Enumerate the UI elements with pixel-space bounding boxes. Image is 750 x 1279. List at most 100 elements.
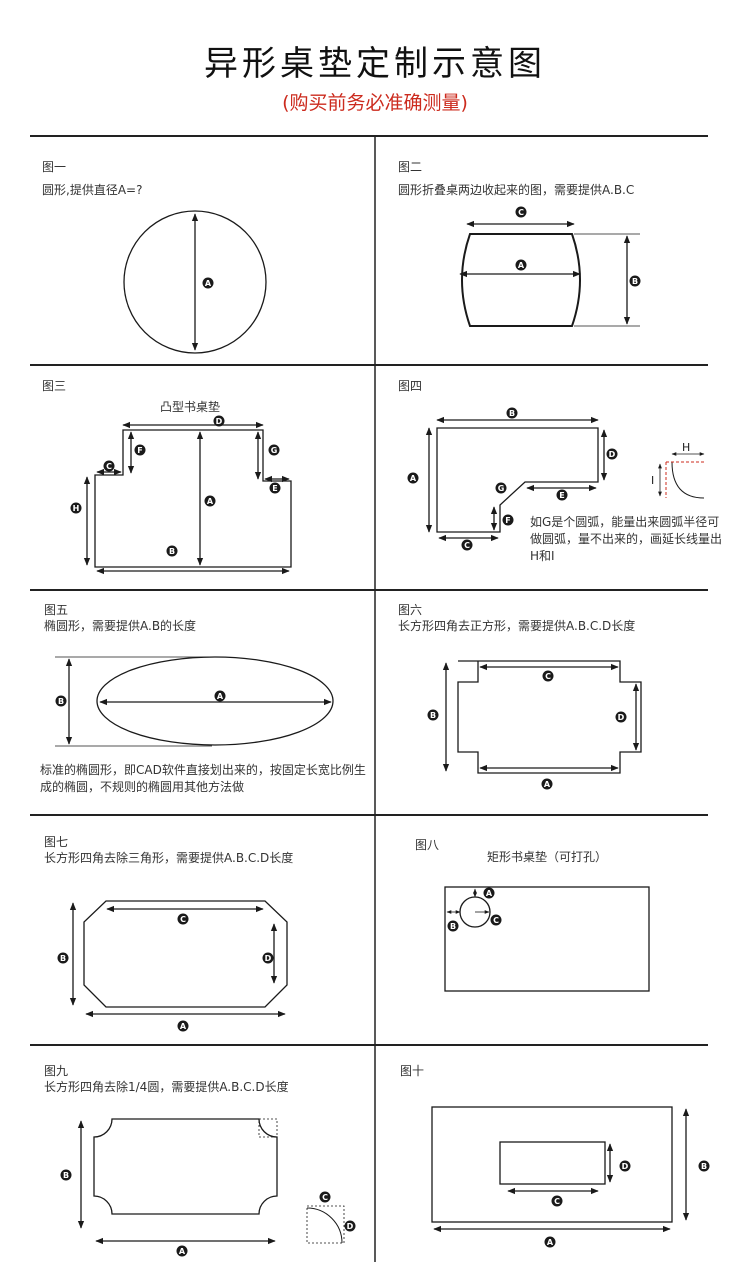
marker-letter: E bbox=[272, 484, 277, 493]
marker-letter: D bbox=[216, 417, 223, 426]
fig6-label: 图六 bbox=[398, 603, 423, 617]
marker-letter: A bbox=[179, 1247, 186, 1256]
marker-badge-c: C bbox=[461, 539, 473, 551]
marker-letter: F bbox=[137, 446, 142, 455]
marker-letter: B bbox=[63, 1171, 69, 1180]
marker-badge-a: A bbox=[177, 1020, 189, 1032]
marker-letter: C bbox=[464, 541, 470, 550]
marker-badge-a: A bbox=[407, 472, 419, 484]
marker-letter: D bbox=[618, 713, 625, 722]
marker-badge-c: C bbox=[177, 913, 189, 925]
marker-badge-e: E bbox=[556, 489, 568, 501]
marker-letter: C bbox=[493, 916, 499, 925]
fig2-desc: 圆形折叠桌两边收起来的图，需要提供A.B.C bbox=[398, 183, 635, 197]
fig10-label: 图十 bbox=[400, 1064, 425, 1078]
marker-letter: G bbox=[271, 446, 278, 455]
marker-letter: D bbox=[265, 954, 272, 963]
marker-badge-b: B bbox=[166, 545, 178, 557]
fig4-i-label: I bbox=[651, 474, 654, 487]
marker-badge-b: B bbox=[698, 1160, 710, 1172]
marker-badge-d: D bbox=[213, 415, 225, 427]
marker-letter: A bbox=[544, 780, 551, 789]
marker-badge-d: D bbox=[615, 711, 627, 723]
fig4-note: 如G是个圆弧，能量出来圆弧半径可做圆弧，量不出来的，画延长线量出H和I bbox=[530, 515, 723, 563]
marker-letter: A bbox=[180, 1022, 187, 1031]
marker-badge-a: A bbox=[541, 778, 553, 790]
fig5-desc: 椭圆形，需要提供A.B的长度 bbox=[44, 619, 197, 633]
marker-badge-a: A bbox=[176, 1245, 188, 1257]
marker-badge-b: B bbox=[55, 695, 67, 707]
marker-letter: E bbox=[559, 491, 564, 500]
marker-badge-c: C bbox=[319, 1191, 331, 1203]
marker-badge-b: B bbox=[57, 952, 69, 964]
fig6-notched-rect-diagram bbox=[442, 660, 642, 774]
marker-badge-b: B bbox=[60, 1169, 72, 1181]
marker-letter: B bbox=[430, 711, 436, 720]
marker-badge-e: E bbox=[269, 482, 281, 494]
fig9-rounded-corner-diagram bbox=[77, 1118, 345, 1245]
fig2-folding-table-diagram bbox=[459, 220, 640, 327]
page-title: 异形桌垫定制示意图 bbox=[204, 44, 546, 84]
fig8-desc: 矩形书桌垫（可打孔） bbox=[487, 850, 608, 864]
marker-letter: G bbox=[498, 484, 505, 493]
fig4-label: 图四 bbox=[398, 379, 423, 393]
marker-badge-f: F bbox=[134, 444, 146, 456]
fig3-label: 图三 bbox=[42, 379, 67, 393]
marker-letter: H bbox=[73, 504, 80, 513]
fig5-note: 标准的椭圆形，即CAD软件直接划出来的，按固定长宽比例生成的椭圆，不规则的椭圆用… bbox=[40, 763, 366, 794]
marker-badge-f: F bbox=[502, 514, 514, 526]
marker-letter: A bbox=[217, 692, 224, 701]
marker-letter: B bbox=[169, 547, 175, 556]
fig5-ellipse-diagram bbox=[55, 656, 334, 747]
marker-letter: B bbox=[509, 409, 515, 418]
marker-badge-g: G bbox=[495, 482, 507, 494]
fig1-label: 图一 bbox=[42, 160, 67, 174]
fig10-cutout-rect-diagram bbox=[431, 1106, 690, 1233]
marker-letter: A bbox=[486, 889, 493, 898]
marker-badge-d: D bbox=[619, 1160, 631, 1172]
marker-letter: B bbox=[701, 1162, 707, 1171]
marker-badge-c: C bbox=[515, 206, 527, 218]
marker-letter: C bbox=[554, 1197, 560, 1206]
fig6-desc: 长方形四角去正方形，需要提供A.B.C.D长度 bbox=[398, 619, 636, 633]
marker-letter: C bbox=[322, 1193, 328, 1202]
marker-badge-a: A bbox=[204, 495, 216, 507]
marker-letter: B bbox=[60, 954, 66, 963]
marker-badge-a: A bbox=[214, 690, 226, 702]
fig8-label: 图八 bbox=[415, 838, 440, 852]
marker-letter: C bbox=[180, 915, 186, 924]
fig7-label: 图七 bbox=[44, 835, 69, 849]
page-subtitle: (购买前务必准确测量) bbox=[282, 92, 468, 114]
marker-badge-d: D bbox=[606, 448, 618, 460]
marker-badge-d: D bbox=[344, 1220, 356, 1232]
marker-letter: F bbox=[505, 516, 510, 525]
fig4-h-label: H bbox=[682, 441, 690, 454]
marker-letter: A bbox=[518, 261, 525, 270]
fig8-hole-rect-diagram bbox=[444, 886, 650, 992]
marker-badge-b: B bbox=[629, 275, 641, 287]
marker-badge-d: D bbox=[262, 952, 274, 964]
marker-letter: B bbox=[632, 277, 638, 286]
fig7-chamfer-rect-diagram bbox=[69, 900, 288, 1018]
marker-badge-b: B bbox=[506, 407, 518, 419]
marker-letter: C bbox=[106, 462, 112, 471]
fig7-desc: 长方形四角去除三角形，需要提供A.B.C.D长度 bbox=[44, 851, 294, 865]
marker-badge-c: C bbox=[103, 460, 115, 472]
marker-badge-g: G bbox=[268, 444, 280, 456]
fig2-label: 图二 bbox=[398, 160, 423, 174]
marker-letter: D bbox=[347, 1222, 354, 1231]
fig5-label: 图五 bbox=[44, 603, 69, 617]
marker-badge-b: B bbox=[447, 920, 459, 932]
fig4-lshape-diagram bbox=[425, 416, 705, 542]
marker-letter: D bbox=[622, 1162, 629, 1171]
marker-badge-a: A bbox=[544, 1236, 556, 1248]
marker-letter: A bbox=[207, 497, 214, 506]
marker-letter: B bbox=[450, 922, 456, 931]
fig3-desc: 凸型书桌垫 bbox=[160, 400, 221, 414]
fig1-circle-diagram bbox=[123, 210, 267, 354]
fig3-convex-diagram bbox=[83, 421, 292, 575]
marker-letter: C bbox=[545, 672, 551, 681]
marker-badge-c: C bbox=[542, 670, 554, 682]
marker-letter: A bbox=[547, 1238, 554, 1247]
